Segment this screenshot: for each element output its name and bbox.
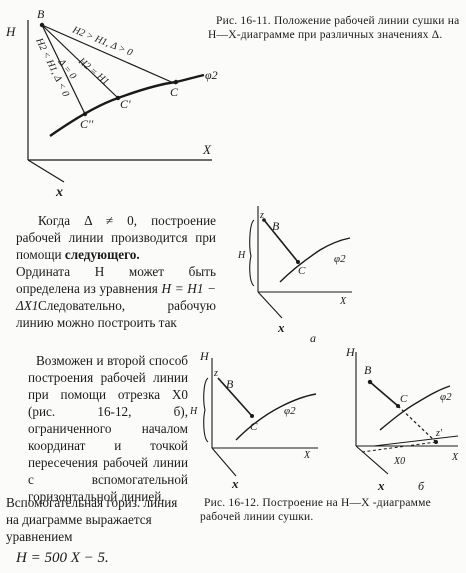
fig11-label-c: C (170, 85, 179, 99)
fig12r-label-phi2: φ2 (440, 391, 452, 403)
fig12r-axis-z (355, 445, 389, 475)
fig12r-label-z2: z' (435, 428, 443, 439)
text-paragraph-2: Ордината H может быть определена из урав… (16, 263, 216, 314)
fig11-point-c1 (115, 95, 121, 101)
paragraph-2-formula: H = H1 − ΔX1 (16, 281, 216, 313)
fig12r-label-b: B (364, 363, 372, 377)
fig12r-label-b-sub: б (418, 479, 425, 493)
fig12l-label-c: C (250, 421, 258, 433)
fig12a-label-z: z (259, 210, 264, 221)
fig12a-label-a: а (310, 331, 316, 345)
fig12l-label-x: x (231, 476, 239, 491)
fig12r-point-c (396, 404, 400, 408)
fig11-label-b: B (37, 7, 45, 21)
fig12r-point-z2 (434, 440, 438, 444)
fig12a-label-b: B (272, 219, 280, 233)
fig12r-aux-horizontal (373, 435, 459, 447)
fig12l-axis-z (211, 447, 237, 477)
fig12l-brace-h (203, 377, 209, 443)
fig12a-axis-z (257, 291, 283, 319)
fig12a-point-c (296, 260, 300, 264)
fig12l-label-b: B (226, 377, 234, 391)
fig12r-label-x0: X0 (393, 456, 405, 467)
fig12a-label-c: C (298, 265, 306, 277)
fig12a-curve-phi2 (279, 237, 351, 283)
text-paragraph-5: Вспомогательная гориз. линия на диаграмм… (6, 495, 178, 544)
fig12r-label-h-axis: H (345, 345, 356, 359)
fig11-axis-z (27, 159, 65, 183)
fig12a-label-phi2: φ2 (334, 253, 346, 265)
fig11-line-label-mid: H2 = H1 (75, 55, 111, 87)
fig12r-x0-dashed (361, 441, 437, 453)
text-paragraph-1: Когда Δ ≠ 0, построение рабочей линии пр… (16, 212, 216, 263)
fig11-line-bc (41, 24, 177, 85)
fig12r-line-bc (369, 381, 399, 407)
fig11-line-bc1 (41, 24, 119, 99)
fig11-point-b (39, 22, 45, 28)
fig12l-label-xbar: X (303, 450, 311, 461)
fig12a-label-x: x (277, 320, 285, 335)
fig12l-line-bc (217, 377, 253, 417)
fig12a-label-xbar: X (339, 296, 347, 307)
paragraph-1-emphasis: следующего. (64, 247, 140, 262)
paragraph-1-text: Когда Δ ≠ 0, построение рабочей линии пр… (16, 213, 216, 262)
fig12l-curve-phi2 (235, 393, 317, 441)
fig11-line-label-low: Δ = 0 (55, 56, 78, 81)
fig11-point-c (173, 79, 179, 85)
fig12r-label-xbar: X (451, 452, 459, 463)
fig11-label-c2: C'' (80, 117, 94, 131)
equation-h: H = 500 X − 5. (16, 550, 109, 566)
fig11-curve-phi2 (49, 73, 205, 137)
fig12l-label-z: z (213, 368, 218, 379)
fig12a-brace-h (249, 219, 255, 287)
fig12l-label-h-axis: H (199, 349, 210, 363)
fig11-point-c2 (82, 111, 88, 117)
fig11-caption: Рис. 16-11. Положение рабочей линии сушк… (208, 15, 460, 41)
fig11-line-bc2 (41, 24, 86, 115)
fig12l-label-phi2: φ2 (284, 405, 296, 417)
fig12a-label-h: H (237, 250, 246, 261)
fig12-caption: Рис. 16-12. Построение на H—X -диаграмме… (200, 497, 431, 523)
fig12a-line-bc (263, 219, 299, 263)
fig12l-point-c (250, 414, 254, 418)
fig11-label-xbar: X (202, 142, 212, 157)
fig11-label-phi2: φ2 (205, 68, 218, 82)
fig12l-label-h: H (189, 406, 198, 417)
fig11-label-c1: C' (120, 97, 131, 111)
fig12r-label-c: C (400, 393, 408, 405)
fig12r-dashed-line (397, 405, 437, 443)
fig11-line-label-top: H2 > H1, Δ > 0 (70, 24, 134, 58)
fig12a-point-z (262, 218, 266, 222)
fig12r-curve-phi2 (379, 385, 451, 431)
fig12r-label-x: x (377, 478, 385, 493)
fig12r-point-b (367, 379, 373, 385)
fig11-label-h: H (5, 24, 16, 39)
fig11-label-z: x (55, 185, 63, 200)
text-paragraph-3: Следовательно, рабочую линию можно постр… (16, 298, 216, 330)
paragraph-2-text: Ордината H может быть определена из урав… (16, 264, 216, 296)
fig11-line-label-left: H2 < H1, Δ < 0 (33, 36, 71, 99)
text-paragraph-4: Возможен и второй способ построения рабо… (28, 353, 188, 504)
